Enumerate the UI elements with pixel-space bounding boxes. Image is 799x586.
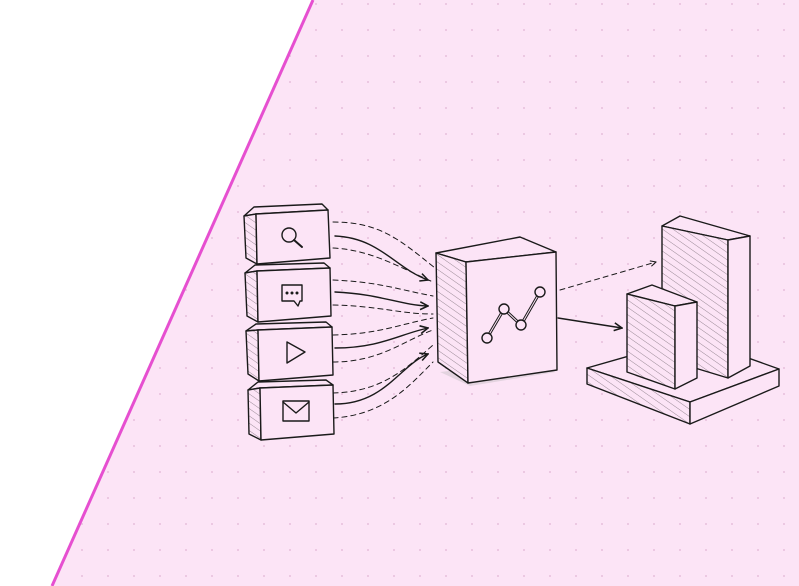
mail-icon	[282, 400, 310, 422]
source-box-chat	[244, 262, 332, 323]
bar-chart-icon	[586, 215, 780, 425]
accent-diagonal-line	[50, 0, 315, 586]
processor-cube	[435, 236, 558, 386]
source-box-search	[243, 203, 331, 265]
play-icon	[286, 341, 306, 364]
search-icon	[281, 227, 303, 248]
short-bar	[626, 284, 698, 390]
solid-connectors	[334, 235, 622, 405]
source-box-mail	[247, 379, 335, 441]
line-chart-icon	[481, 286, 546, 344]
chat-bubble-icon	[281, 284, 303, 307]
source-box-video	[245, 321, 334, 382]
dot-grid	[52, 0, 799, 586]
